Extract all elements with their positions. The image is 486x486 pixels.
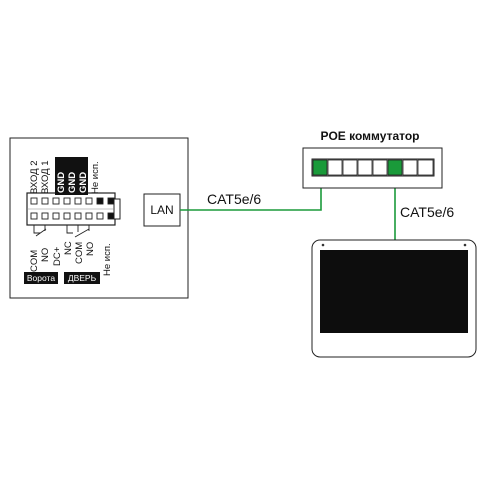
switch-port	[402, 159, 418, 176]
cable-right-label: CAT5e/6	[400, 204, 454, 220]
terminal-pin-unused	[107, 212, 115, 220]
terminal-pin	[52, 212, 60, 220]
label-unused-top: Не исп.	[90, 161, 101, 194]
gnd-label-bg	[55, 157, 66, 195]
terminal-pin	[74, 212, 82, 220]
terminal-pin	[52, 197, 60, 205]
label-gnd-3: GND	[78, 172, 89, 193]
relay-contact-door-arm	[74, 228, 90, 238]
terminal-pin	[63, 197, 71, 205]
relay-contact-door	[66, 225, 73, 234]
terminal-pin	[74, 197, 82, 205]
terminal-pin	[30, 197, 38, 205]
switch-title: POE коммутатор	[320, 129, 419, 143]
relay-contact-gate-arm	[35, 228, 47, 237]
terminal-pin-unused	[107, 197, 115, 205]
door-group-bg	[64, 272, 100, 284]
relay-contact-gate	[33, 225, 40, 234]
terminal-pin	[63, 212, 71, 220]
lan-label: LAN	[150, 203, 173, 217]
terminal-pin	[85, 212, 93, 220]
monitor-sensor-right	[463, 243, 467, 247]
gate-group-label: Ворота	[27, 273, 55, 283]
monitor-sensor-left	[321, 243, 325, 247]
label-door-no: NO	[85, 242, 96, 256]
door-group-label: ДВЕРЬ	[68, 273, 97, 283]
terminal-pin	[30, 212, 38, 220]
switch-ports	[312, 159, 434, 176]
label-door-com: COM	[74, 242, 85, 264]
terminal-pin-unused	[96, 197, 104, 205]
switch-port	[372, 159, 388, 176]
label-gnd-1: GND	[56, 172, 67, 193]
gnd-label-bg	[77, 157, 88, 195]
label-dc-plus: DC+	[52, 246, 63, 266]
terminal-pin	[85, 197, 93, 205]
label-gnd-2: GND	[67, 172, 78, 193]
switch-port-active	[312, 159, 328, 176]
switch-port	[417, 159, 434, 176]
cable-left-label: CAT5e/6	[207, 191, 261, 207]
gnd-label-bg	[66, 157, 77, 195]
lan-port-box	[143, 193, 181, 227]
terminal-pin	[96, 212, 104, 220]
terminal-bottom-row	[30, 212, 115, 220]
terminal-pin	[41, 212, 49, 220]
terminal-pin	[41, 197, 49, 205]
label-unused-bottom: Не исп.	[102, 243, 113, 276]
switch-port	[357, 159, 373, 176]
gate-group-bg	[24, 272, 58, 284]
terminal-top-row	[30, 197, 115, 205]
label-gate-no: NO	[40, 248, 51, 262]
label-input-1: ВХОД 1	[40, 161, 51, 194]
label-input-2: ВХОД 2	[29, 161, 40, 194]
switch-port-active	[387, 159, 403, 176]
label-door-nc: NC	[63, 241, 74, 255]
monitor-screen	[320, 250, 468, 333]
switch-port	[327, 159, 343, 176]
label-gate-com: COM	[29, 250, 40, 272]
switch-port	[342, 159, 358, 176]
